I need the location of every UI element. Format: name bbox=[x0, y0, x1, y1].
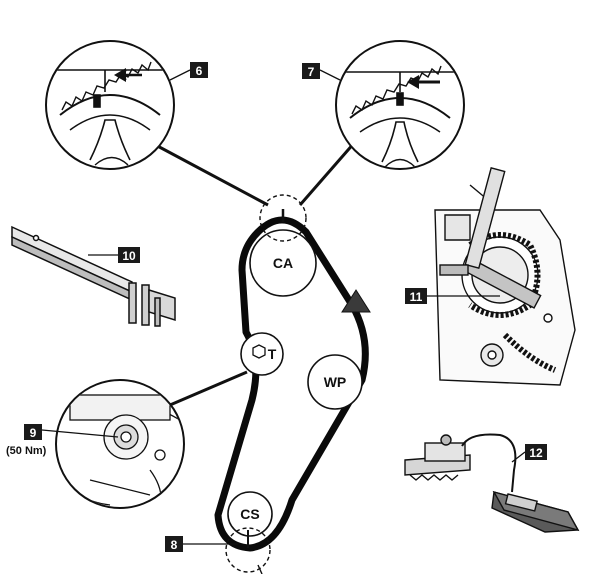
pulley-label-crankshaft: CS bbox=[240, 506, 259, 522]
callout-11: 11 bbox=[405, 288, 427, 304]
detail-camshaft-mark-left bbox=[45, 40, 175, 170]
rotation-arrow-icon bbox=[341, 289, 371, 313]
locking-tool-illustration bbox=[11, 225, 176, 327]
svg-text:12: 12 bbox=[529, 446, 543, 460]
engine-locking-detail bbox=[434, 167, 576, 386]
callout-12: 12 bbox=[525, 444, 547, 460]
callout-7: 7 bbox=[302, 63, 320, 79]
svg-text:10: 10 bbox=[122, 249, 136, 263]
crankshaft-mark-zoom-circle bbox=[225, 527, 271, 573]
pulley-camshaft: CA bbox=[249, 229, 317, 297]
pulley-label-tensioner: T bbox=[268, 346, 277, 362]
leader-lines bbox=[41, 69, 526, 545]
detail-camshaft-mark-right bbox=[335, 40, 465, 170]
callout-6: 6 bbox=[190, 62, 208, 78]
torque-value: (50 Nm) bbox=[6, 445, 47, 457]
svg-text:8: 8 bbox=[171, 538, 178, 552]
camshaft-mark-zoom-circle bbox=[259, 194, 307, 242]
callout-8: 8 bbox=[165, 536, 183, 552]
pulley-label-camshaft: CA bbox=[273, 255, 293, 271]
belt-tension-gauge bbox=[404, 433, 580, 533]
svg-text:11: 11 bbox=[410, 290, 423, 304]
pulley-label-water-pump: WP bbox=[324, 374, 347, 390]
pulley-tensioner: T bbox=[240, 332, 284, 376]
pulley-water-pump: WP bbox=[307, 354, 363, 410]
svg-text:9: 9 bbox=[30, 426, 37, 440]
callout-9: 9 bbox=[24, 424, 42, 440]
detail-tensioner-bolt bbox=[55, 379, 185, 509]
svg-text:6: 6 bbox=[196, 64, 203, 78]
svg-text:7: 7 bbox=[308, 65, 315, 79]
callout-10: 10 bbox=[118, 247, 140, 263]
hex-nut-icon bbox=[252, 344, 266, 359]
zoom-connectors bbox=[149, 140, 357, 407]
pulley-crankshaft: CS bbox=[227, 491, 273, 537]
